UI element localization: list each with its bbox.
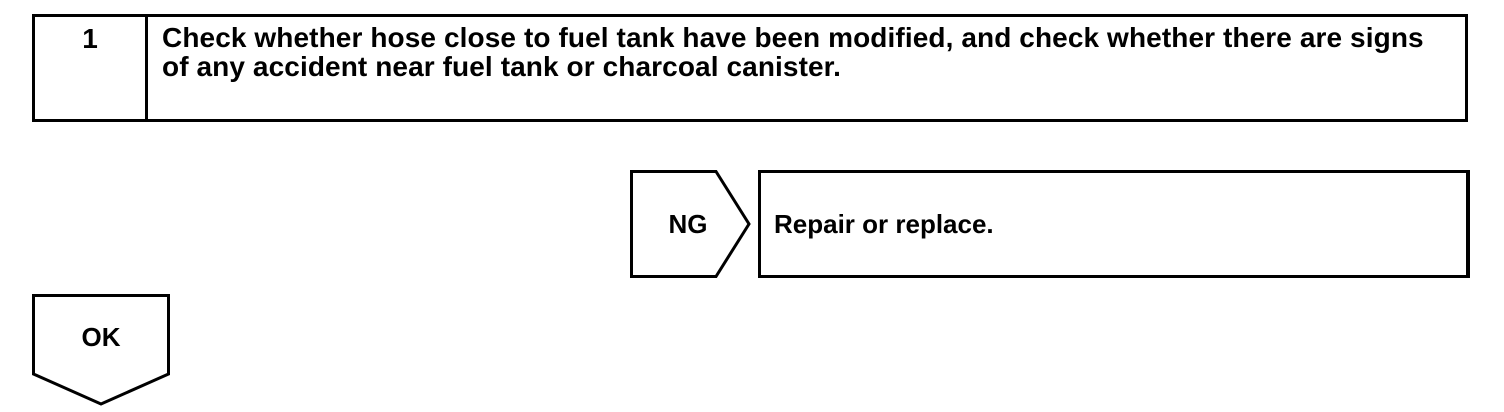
- ok-arrow-icon: [32, 294, 170, 406]
- ng-result-text: Repair or replace.: [774, 208, 994, 239]
- ng-label: NG: [668, 208, 708, 239]
- step-box: 1 Check whether hose close to fuel tank …: [32, 14, 1468, 122]
- ok-label: OK: [81, 322, 121, 352]
- ng-tab: NG: [630, 170, 752, 278]
- ng-arrow-icon: [630, 170, 751, 278]
- step-instruction: Check whether hose close to fuel tank ha…: [162, 22, 1424, 82]
- ng-result-box: Repair or replace.: [758, 170, 1470, 278]
- step-number: 1: [35, 17, 148, 119]
- ok-tab: OK: [32, 294, 170, 406]
